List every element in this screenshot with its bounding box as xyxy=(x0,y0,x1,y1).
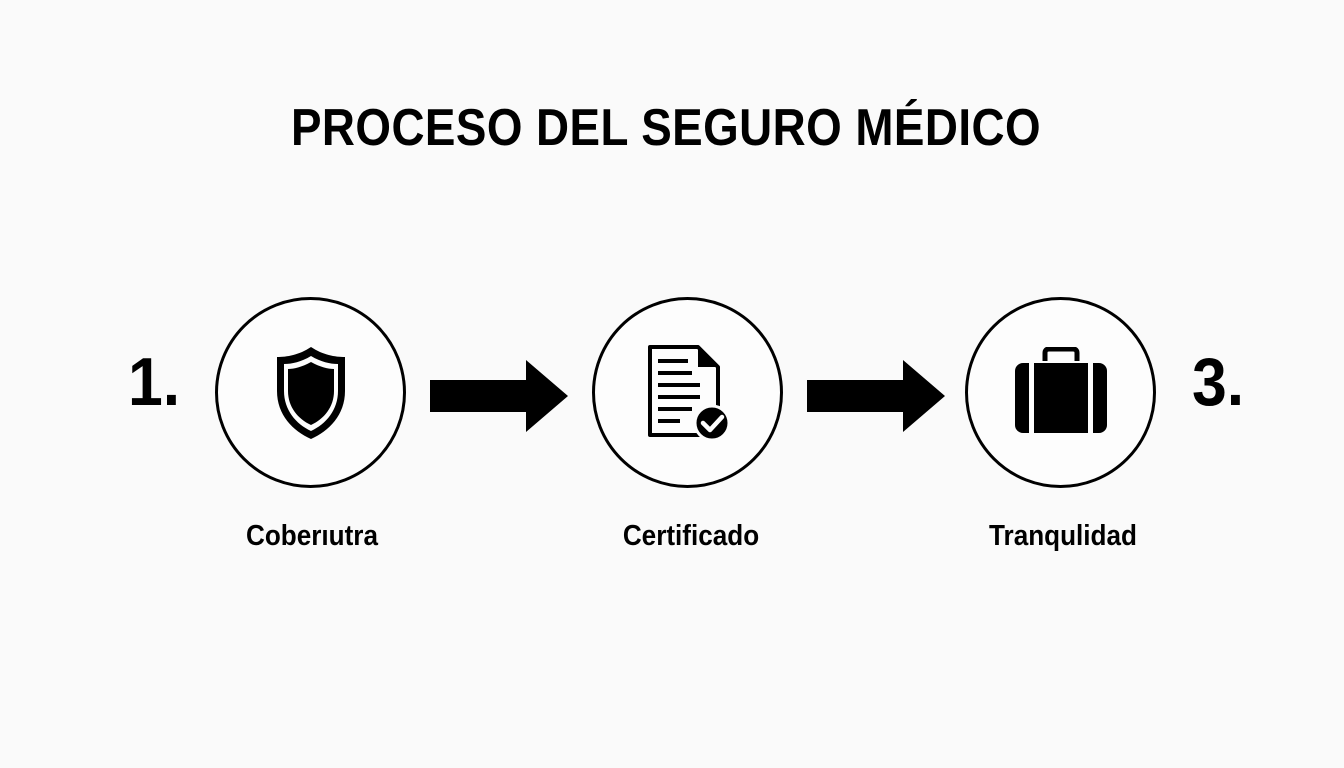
briefcase-icon xyxy=(1014,346,1107,433)
shield-icon xyxy=(276,346,345,439)
step-number-3: 3. xyxy=(1192,344,1245,420)
step-2-circle xyxy=(592,297,783,488)
step-1-circle xyxy=(215,297,406,488)
arrow-right-icon-2 xyxy=(807,360,945,432)
step-1-label: Coberıutra xyxy=(246,520,378,552)
diagram-title: PROCESO DEL SEGURO MÉDICO xyxy=(290,99,1042,157)
step-3-circle xyxy=(965,297,1156,488)
step-3-label: Tranqulidad xyxy=(989,520,1137,552)
step-2-label: Certificado xyxy=(622,520,760,552)
step-number-1: 1. xyxy=(128,344,181,420)
arrow-right-icon-1 xyxy=(430,360,568,432)
document-check-icon xyxy=(647,344,730,441)
